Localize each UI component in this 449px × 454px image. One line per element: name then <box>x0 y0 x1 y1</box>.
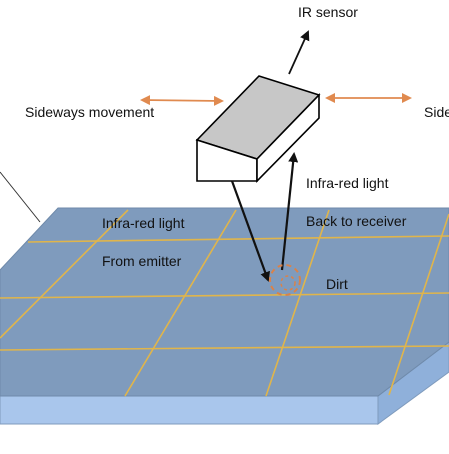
sensor-label-arrow <box>288 30 310 75</box>
sideways-arrow-left <box>140 95 224 106</box>
dirt-label: Dirt <box>326 276 348 292</box>
grid-line <box>0 209 129 339</box>
from-emitter-label: From emitter <box>102 253 182 269</box>
grid-line <box>0 292 449 299</box>
emitter-beam <box>230 180 270 282</box>
infrared-receiver-label: Infra-red light <box>306 175 389 191</box>
infrared-emitter-label: Infra-red light <box>102 215 185 231</box>
ir-sensor-box <box>195 75 321 183</box>
sensor-side-face <box>256 93 320 183</box>
dirt-spot <box>269 264 301 296</box>
grid-line <box>27 235 449 243</box>
back-to-receiver-label: Back to receiver <box>306 213 407 229</box>
sideways-movement-left-label: Sideways movement <box>25 104 154 120</box>
panel-grid <box>0 209 449 397</box>
sideways-movement-right-label: Sideways movement <box>424 104 449 120</box>
panel-front-face <box>0 395 379 425</box>
panel-edge-pointer <box>0 171 41 223</box>
grid-line <box>388 213 449 396</box>
grid-line <box>0 345 449 351</box>
grid-line <box>124 209 237 397</box>
receiver-beam <box>280 152 299 271</box>
grid-line <box>265 209 330 397</box>
ir-sensor-label: IR sensor <box>298 4 358 20</box>
